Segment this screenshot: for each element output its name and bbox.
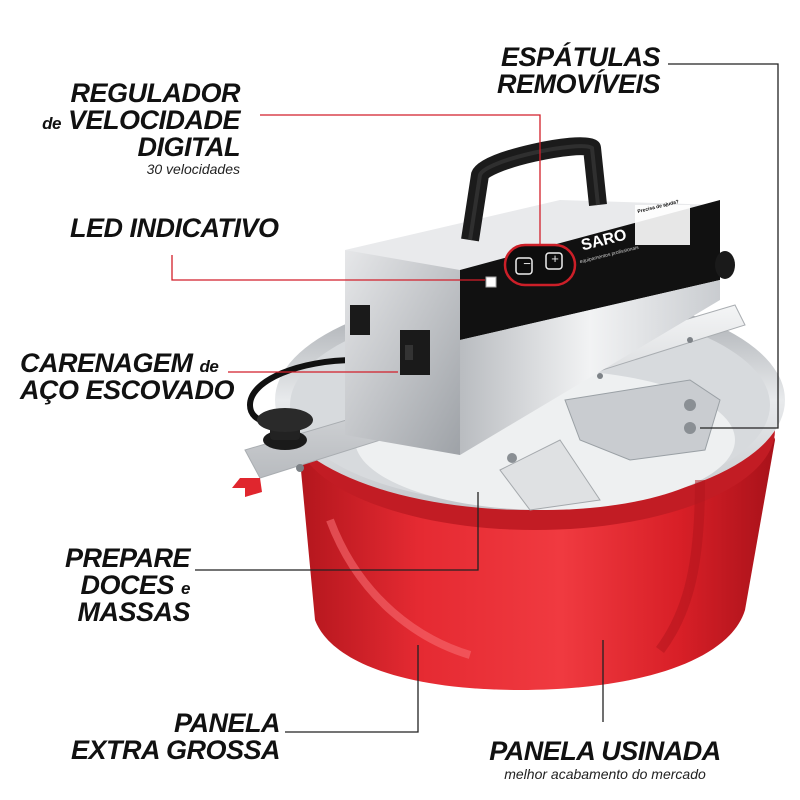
handle xyxy=(461,137,607,242)
label-led: LED INDICATIVO xyxy=(70,213,279,243)
plug xyxy=(715,251,735,279)
motor-housing xyxy=(345,200,720,455)
label-panela-grossa: PANELA EXTRA GROSSA xyxy=(70,708,281,765)
label-espatulas: ESPÁTULAS REMOVÍVEIS xyxy=(496,42,661,99)
spatula xyxy=(499,379,721,511)
leader-lines xyxy=(171,63,779,733)
label-panela-usinada: PANELA USINADA melhor acabamento do merc… xyxy=(489,736,721,782)
label-carenagem: CARENAGEM de AÇO ESCOVADO xyxy=(20,348,235,405)
plus-icon: + xyxy=(551,251,559,266)
label-prepare: PREPARE DOCES e MASSAS xyxy=(64,543,191,627)
minus-icon: − xyxy=(523,256,531,271)
label-regulador: REGULADOR de VELOCIDADE DIGITAL 30 veloc… xyxy=(42,78,240,177)
knob xyxy=(246,357,356,450)
